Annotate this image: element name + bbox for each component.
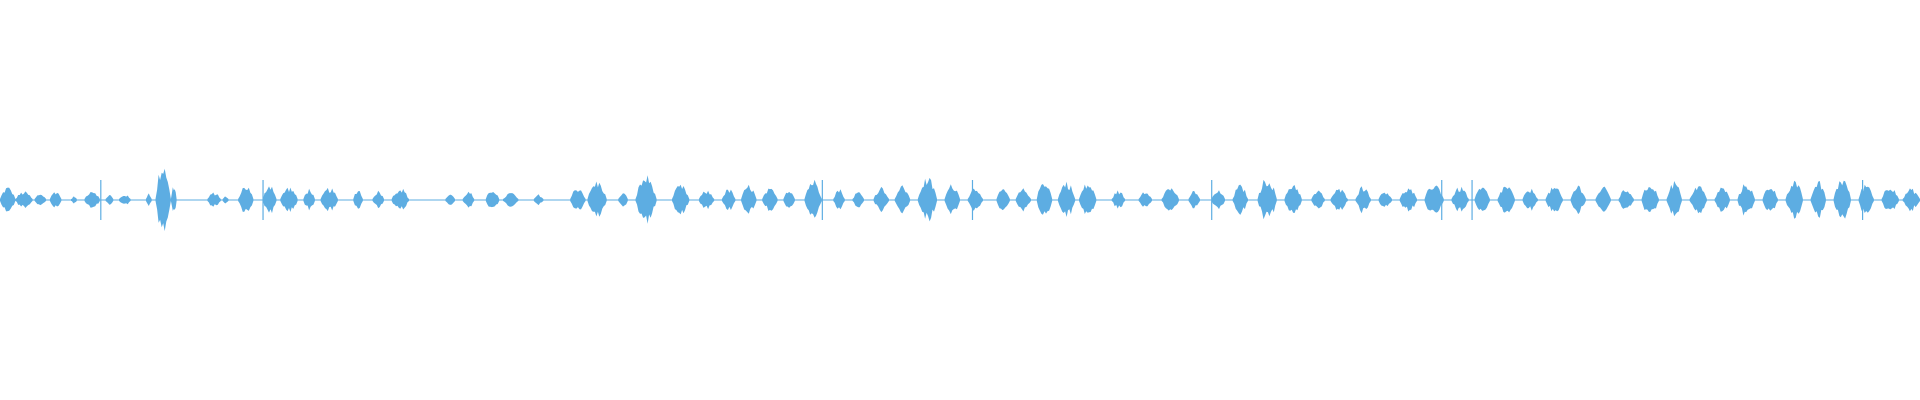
waveform-burst (1311, 190, 1325, 209)
waveform-burst (263, 186, 277, 214)
waveform-burst (1474, 187, 1490, 211)
waveform-burst (1111, 190, 1126, 209)
waveform-burst (996, 189, 1010, 211)
waveform-burst (15, 191, 33, 208)
waveform-burst (503, 193, 519, 207)
waveform-burst (1714, 187, 1730, 212)
waveform-burst (1666, 181, 1682, 217)
waveform-burst (1785, 180, 1803, 219)
waveform-burst (894, 185, 911, 214)
waveform-burst (1138, 192, 1152, 207)
waveform-burst (672, 184, 690, 215)
waveform-burst (280, 187, 298, 212)
waveform-burst (721, 189, 736, 210)
waveform-burst (170, 187, 177, 211)
waveform-burst (1232, 184, 1248, 215)
waveform-burst (762, 188, 778, 211)
waveform-burst (84, 192, 100, 208)
waveform-burst (462, 191, 475, 208)
waveform-burst (783, 191, 795, 208)
waveform-burst (852, 192, 864, 208)
waveform-burst (1689, 186, 1707, 214)
waveform-burst (635, 175, 657, 224)
waveform-burst (1595, 186, 1611, 212)
waveform-burst (1257, 179, 1277, 220)
waveform-burst (1833, 180, 1851, 219)
waveform-burst (1188, 191, 1200, 209)
waveform-burst (1330, 188, 1348, 210)
waveform-samples (0, 168, 1920, 232)
waveform-burst (1881, 189, 1899, 210)
waveform-burst (1211, 190, 1225, 210)
waveform-burst (1810, 181, 1826, 218)
waveform-burst (34, 194, 47, 206)
waveform-burst (105, 195, 114, 205)
waveform-burst (1036, 184, 1053, 215)
waveform-burst (1161, 188, 1179, 211)
waveform-burst (372, 190, 384, 209)
waveform-burst (1737, 184, 1755, 216)
waveform-burst (1424, 185, 1444, 213)
waveform-burst (741, 184, 757, 214)
waveform-burst (570, 190, 586, 210)
waveform-burst (445, 194, 455, 205)
waveform-burst (222, 196, 229, 204)
waveform-burst (1570, 185, 1586, 215)
waveform-burst (1522, 188, 1538, 211)
waveform-burst (533, 194, 544, 206)
waveform-burst (1618, 190, 1634, 209)
waveform-burst (207, 192, 221, 207)
waveform-burst (320, 187, 338, 212)
waveform-burst (353, 191, 363, 209)
waveform-burst (1284, 185, 1302, 213)
waveform-burst (944, 184, 960, 215)
waveform-burst (1451, 186, 1469, 212)
waveform-burst (1762, 189, 1778, 211)
waveform-burst (1399, 188, 1417, 212)
waveform-burst (587, 181, 607, 217)
waveform-burst (1079, 184, 1097, 214)
waveform-burst (1902, 188, 1920, 212)
waveform-burst (804, 179, 822, 218)
waveform-burst (1545, 187, 1563, 212)
waveform-burst (833, 189, 845, 210)
waveform-burst (303, 188, 315, 211)
waveform-burst (618, 193, 628, 207)
waveform-burst (0, 187, 16, 212)
waveform-burst (145, 193, 152, 206)
waveform-burst (1641, 187, 1659, 212)
waveform-burst (917, 177, 937, 222)
waveform-burst (238, 187, 254, 212)
waveform-burst (155, 168, 171, 232)
waveform-burst (1378, 192, 1392, 207)
waveform-burst (1057, 181, 1076, 217)
waveform-burst (967, 188, 983, 211)
waveform-burst (1355, 186, 1371, 214)
waveform-burst (71, 196, 77, 204)
waveform-burst (1015, 188, 1031, 212)
waveform-burst (391, 188, 409, 210)
waveform-burst (1858, 184, 1874, 213)
waveform-burst (698, 190, 715, 210)
waveform-burst (873, 186, 889, 213)
waveform-burst (1497, 186, 1515, 213)
waveform-burst (485, 192, 500, 208)
waveform-burst (49, 192, 62, 208)
waveform-burst (119, 195, 131, 205)
